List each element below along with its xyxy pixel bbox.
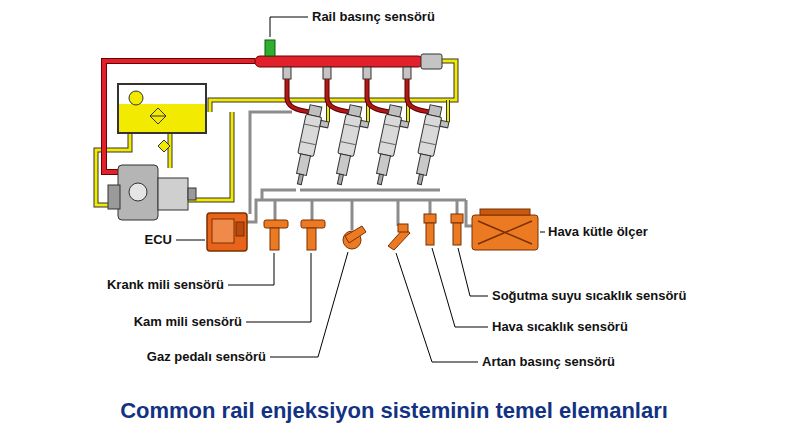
leader-line-part <box>432 248 488 327</box>
sensor-symbols <box>264 209 538 250</box>
injectors-part <box>412 104 452 187</box>
sensor-symbols-part <box>453 223 461 245</box>
fuel-tank-part <box>150 116 166 117</box>
common-rail-part <box>363 67 371 79</box>
ecu-box-part <box>236 222 244 236</box>
part-label: Kam mili sensörü <box>134 314 242 330</box>
high-pressure-pump-part <box>118 165 158 220</box>
wiring-harness-part <box>274 200 277 220</box>
common-rail-part <box>323 67 331 79</box>
sensor-symbols-part <box>426 223 434 245</box>
wiring-harness-part <box>456 200 459 214</box>
wiring-harness-part <box>397 200 400 226</box>
injectors-part <box>372 104 412 187</box>
wiring-harness-part <box>311 200 314 220</box>
leader-line-part <box>458 248 488 296</box>
injectors-part <box>292 104 332 187</box>
return-line-part <box>169 133 172 168</box>
ecu-box <box>207 213 247 251</box>
leader-line-part <box>270 252 348 357</box>
sensor-symbols-part <box>301 220 325 228</box>
wiring-harness-part <box>262 190 296 200</box>
fuel-tank-part <box>118 84 206 133</box>
fuel-tank <box>118 84 206 152</box>
fuel-tank-part <box>150 108 166 124</box>
part-label: Krank mili sensörü <box>107 277 224 293</box>
high-pressure-pump <box>108 165 196 220</box>
leader-line-part <box>270 17 308 37</box>
sensor-symbols-part <box>451 214 463 223</box>
part-label: Hava kütle ölçer <box>548 224 648 240</box>
return-line-part <box>210 61 456 112</box>
fuel-tank-part <box>158 140 170 152</box>
common-rail <box>255 40 442 79</box>
wiring-harness-part <box>429 200 432 214</box>
wiring-harness-part <box>247 200 466 222</box>
diagram-title: Common rail enjeksiyon sisteminin temel … <box>0 398 788 424</box>
high-pressure-pump-part <box>108 185 120 209</box>
ecu-box-part <box>212 219 234 243</box>
injectors <box>292 104 452 187</box>
common-rail-part <box>421 54 442 69</box>
wiring-harness-part <box>351 200 354 230</box>
sensor-symbols-part <box>270 228 279 250</box>
return-line-part <box>210 61 456 112</box>
common-rail-part <box>283 67 291 79</box>
high-pressure-pump-part <box>158 178 188 210</box>
part-label: Rail basınç sensörü <box>312 9 435 25</box>
fuel-tank-part <box>129 91 143 105</box>
common-rail-part <box>265 40 275 56</box>
ecu-box-part <box>207 213 247 251</box>
part-label: Soğutma suyu sıcaklık sensörü <box>492 288 686 304</box>
sensor-symbols-part <box>264 220 288 228</box>
high-pressure-pump-part <box>129 183 147 201</box>
high-pressure-pump-part <box>188 188 196 200</box>
part-label: Artan basınç sensörü <box>482 354 615 370</box>
high-pressure-line-part <box>104 61 255 172</box>
sensor-symbols-part <box>472 215 538 250</box>
fuel-tank-part <box>119 104 205 132</box>
sensor-symbols-part <box>345 226 366 243</box>
part-label: ECU <box>145 232 172 248</box>
leader-line-part <box>396 253 478 362</box>
leader-line <box>176 17 545 362</box>
sensor-symbols-part <box>398 224 408 232</box>
sensor-symbols-part <box>478 221 532 244</box>
leader-line-part <box>540 232 545 233</box>
wiring-harness-part <box>250 112 292 214</box>
wiring-harness-part <box>300 189 440 192</box>
wiring-harness-part <box>466 200 472 226</box>
sensor-symbols-part <box>480 209 530 215</box>
high-pressure-line <box>104 61 255 172</box>
sensor-symbols-part <box>307 228 316 250</box>
common-rail-part <box>255 56 423 67</box>
leader-line-part <box>176 240 205 241</box>
common-rail-part <box>403 67 411 79</box>
return-line-part <box>168 133 173 168</box>
high-pressure-line-part <box>104 61 255 172</box>
leader-line-part <box>246 253 311 322</box>
injectors-part <box>332 104 372 187</box>
leader-line-part <box>228 253 274 285</box>
part-label: Gaz pedalı sensörü <box>147 349 266 365</box>
sensor-symbols-part <box>424 214 436 223</box>
part-label: Hava sıcaklık sensörü <box>492 319 628 335</box>
